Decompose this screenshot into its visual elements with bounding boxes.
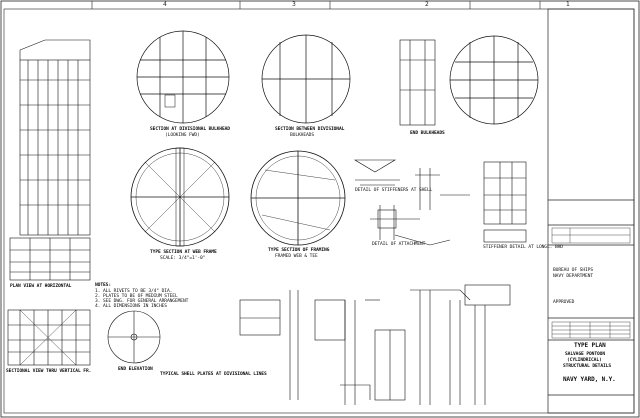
column-number-1: 1 [566, 1, 570, 8]
end-detail-box [483, 161, 527, 243]
caption-between-bulkheads: SECTION BETWEEN DIVISIONAL [275, 127, 345, 132]
note-line-2: 2. PLATES TO BE OF MEDIUM STEEL [95, 294, 178, 299]
caption-type-section-framing: TYPE SECTION OF FRAMING [268, 248, 330, 253]
column-number-3: 3 [292, 1, 296, 8]
attachment-detail [370, 205, 451, 246]
caption-divisional-bulkhead: SECTION AT DIVISIONAL BULKHEAD [150, 127, 230, 132]
caption-end-elevation: END ELEVATION [118, 367, 153, 372]
title-subject-1: SALVAGE PONTOON [565, 352, 605, 357]
title-type-plan: TYPE PLAN [574, 342, 606, 349]
side-elevation [19, 39, 91, 236]
stiffener-detail [415, 168, 470, 210]
note-line-3: 3. SEE DWG. FOR GENERAL ARRANGEMENT [95, 299, 189, 304]
title-block-approved: APPROVED [553, 300, 575, 305]
type-section-web-frame [130, 147, 230, 247]
title-block-frame [547, 8, 635, 414]
title-subject-2: (CYLINDRICAL) [567, 358, 602, 363]
caption-between-bulkheads-sub: BULKHEADS [290, 133, 314, 138]
caption-type-section-frame-sub: SCALE: 3/4"=1'-0" [160, 256, 206, 261]
caption-sectional-view: SECTIONAL VIEW THRU VERTICAL FR. [6, 369, 92, 374]
caption-detail-attach: DETAIL OF ATTACHMENT [372, 242, 426, 247]
type-section-framing [250, 150, 346, 246]
caption-end-bulkheads: END BULKHEADS [410, 131, 445, 136]
section-between-bulkheads [261, 34, 351, 124]
revision-grid [551, 321, 631, 339]
caption-side-note: DETAIL OF STIFFENERS AT SHELL [355, 188, 433, 193]
title-yard: NAVY YARD, N.Y. [563, 376, 616, 383]
top-column-ticks [91, 1, 541, 9]
caption-stiffener-detail: STIFFENER DETAIL AT LONGL. BHD [483, 245, 563, 250]
sectional-view [7, 309, 91, 366]
caption-type-section-frame: TYPE SECTION AT WEB FRAME [150, 250, 217, 255]
end-elevation [107, 310, 161, 364]
caption-divisional-bulkhead-sub: (LOOKING FWD) [165, 133, 200, 138]
title-subject-3: STRUCTURAL DETAILS [563, 364, 611, 369]
drawing-frame [3, 8, 635, 414]
section-divisional-bulkhead [136, 30, 230, 124]
title-block-table [551, 227, 631, 244]
note-line-1: 1. ALL RIVETS TO BE 3/4" DIA. [95, 289, 173, 294]
plan-horizontal [9, 237, 91, 281]
shell-detail-wedge [353, 159, 400, 186]
column-number-2: 2 [425, 1, 429, 8]
end-bulkhead-plan [399, 39, 436, 126]
title-block-ref-1: BUREAU OF SHIPS [553, 268, 593, 273]
notes-title: NOTES: [95, 283, 111, 288]
caption-plan-horizontal: PLAN VIEW AT HORIZONTAL [10, 284, 72, 289]
end-bulkhead-section [449, 35, 539, 125]
caption-type-section-framing-sub: FRAMED WEB & TEE [275, 254, 318, 259]
bottom-details [239, 284, 511, 405]
note-line-4: 4. ALL DIMENSIONS IN INCHES [95, 304, 167, 309]
caption-intermediate-details: TYPICAL SHELL PLATES AT DIVISIONAL LINES [160, 372, 267, 377]
title-block-ref-2: NAVY DEPARTMENT [553, 274, 593, 279]
column-number-4: 4 [163, 1, 167, 8]
